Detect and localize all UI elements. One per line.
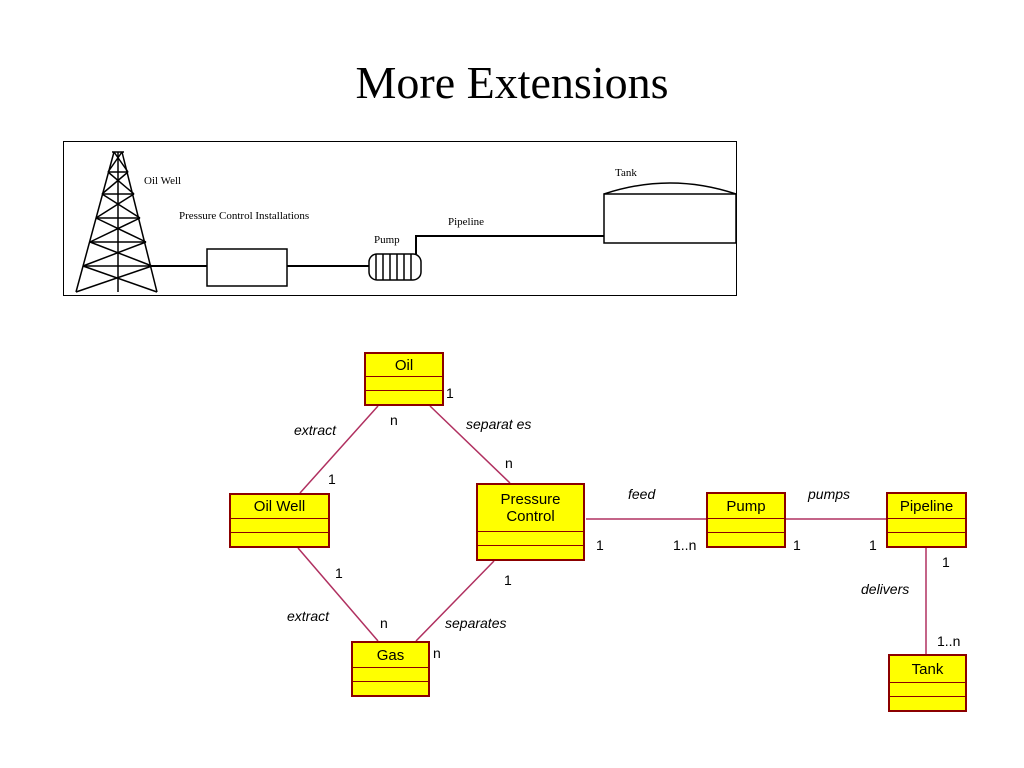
class-gas-name: Gas xyxy=(353,643,428,668)
mult-oil-extract: n xyxy=(390,412,398,428)
mult-pipeline-delivers: 1 xyxy=(942,554,950,570)
class-oil-well-operations xyxy=(231,533,328,546)
class-pump-operations xyxy=(708,533,784,546)
slide-title: More Extensions xyxy=(355,57,669,108)
label-tank: Tank xyxy=(615,167,637,179)
mult-pc-feed: 1 xyxy=(596,537,604,553)
class-oil-well-name: Oil Well xyxy=(231,495,328,519)
mult-gas-extract: n xyxy=(380,615,388,631)
assoc-feed: feed xyxy=(628,486,656,502)
class-pipeline[interactable]: Pipeline xyxy=(886,492,967,548)
assoc-extract-gas: extract xyxy=(287,608,330,624)
assoc-extract-oil: extract xyxy=(294,422,337,438)
class-gas-attributes xyxy=(353,668,428,682)
class-pipeline-operations xyxy=(888,533,965,546)
class-oil[interactable]: Oil xyxy=(364,352,444,406)
mult-tank-delivers: 1..n xyxy=(937,633,961,649)
mult-pump-feed: 1..n xyxy=(673,537,697,553)
class-gas[interactable]: Gas xyxy=(351,641,430,697)
mult-pump-pumps: 1 xyxy=(793,537,801,553)
mult-oil-separates: n xyxy=(505,455,513,471)
label-pressure-control-installations: Pressure Control Installations xyxy=(179,210,310,222)
class-tank-attributes xyxy=(890,683,965,697)
tank-icon xyxy=(603,182,737,244)
line-extract-oil xyxy=(299,405,379,494)
class-tank-name: Tank xyxy=(890,656,965,683)
assoc-separates-oil: separat es xyxy=(466,416,532,432)
mult-pc-separates-gas: 1 xyxy=(504,572,512,588)
label-pump: Pump xyxy=(374,234,400,246)
class-pump-name: Pump xyxy=(708,494,784,519)
class-oil-operations xyxy=(366,391,442,404)
assoc-pumps: pumps xyxy=(808,486,851,502)
mult-oil-right: 1 xyxy=(446,385,454,401)
line-separates-gas xyxy=(415,560,495,642)
label-pipeline: Pipeline xyxy=(448,216,485,228)
class-oil-well-attributes xyxy=(231,519,328,533)
class-oil-well[interactable]: Oil Well xyxy=(229,493,330,548)
class-gas-operations xyxy=(353,682,428,695)
label-oil-well: Oil Well xyxy=(144,175,182,187)
line-separates-oil xyxy=(429,405,511,484)
class-oil-attributes xyxy=(366,377,442,391)
mult-gas-separates: n xyxy=(433,645,441,661)
class-pressure-control[interactable]: Pressure Control xyxy=(476,483,585,561)
class-tank[interactable]: Tank xyxy=(888,654,967,712)
mult-pipeline-pumps: 1 xyxy=(869,537,877,553)
pressure-control-box xyxy=(206,248,288,287)
assoc-separates-gas: separates xyxy=(445,615,507,631)
class-pressure-control-operations xyxy=(478,546,583,559)
class-oil-name: Oil xyxy=(366,354,442,377)
class-pressure-control-name: Pressure Control xyxy=(478,485,583,532)
class-pipeline-attributes xyxy=(888,519,965,533)
class-pressure-control-attributes xyxy=(478,532,583,546)
pump-coil-icon xyxy=(368,253,422,281)
class-pump[interactable]: Pump xyxy=(706,492,786,548)
schematic-drawing xyxy=(75,151,737,293)
mult-well-extract-oil: 1 xyxy=(328,471,336,487)
oil-derrick-icon xyxy=(75,151,158,293)
class-tank-operations xyxy=(890,697,965,710)
assoc-delivers: delivers xyxy=(861,581,910,597)
class-pipeline-name: Pipeline xyxy=(888,494,965,519)
class-pump-attributes xyxy=(708,519,784,533)
line-extract-gas xyxy=(297,547,379,642)
mult-well-extract-gas: 1 xyxy=(335,565,343,581)
oil-field-schematic: Oil Well Pressure Control Installations … xyxy=(63,141,737,296)
